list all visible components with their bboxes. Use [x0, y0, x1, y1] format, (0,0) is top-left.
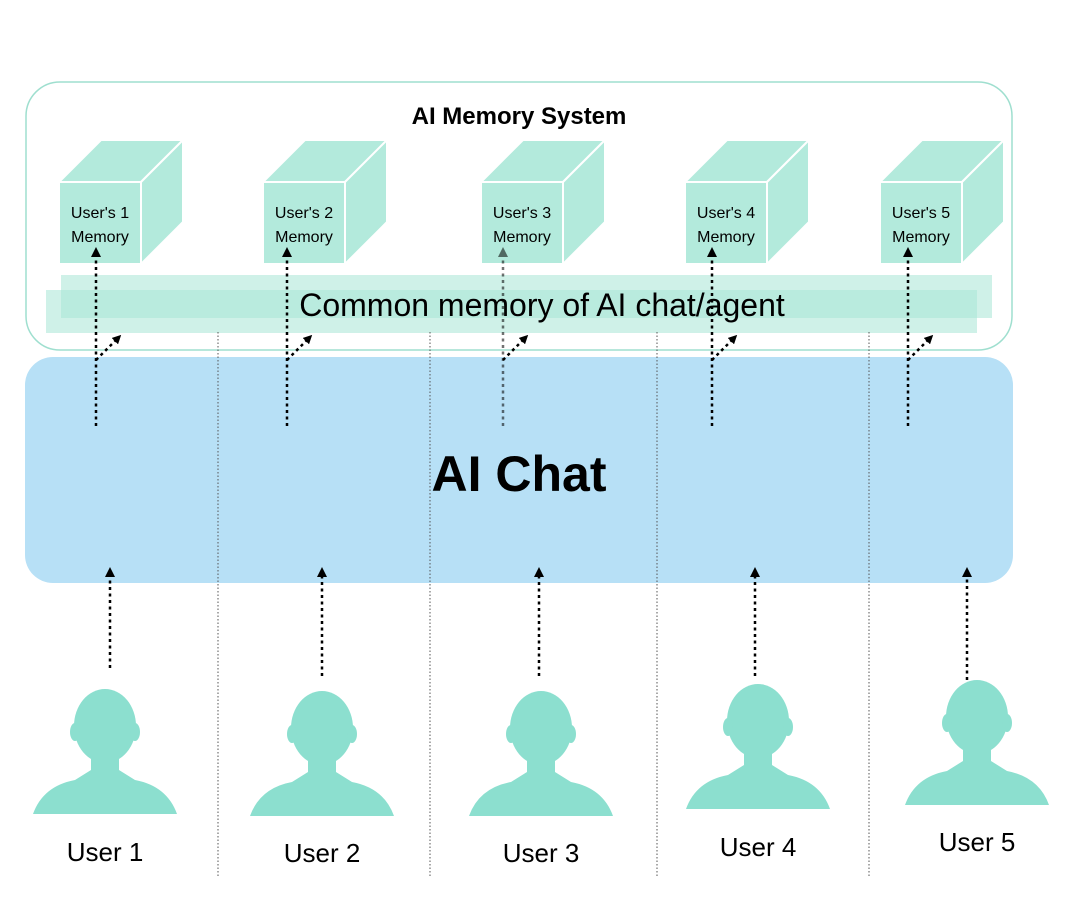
memory-cube-label: User's 4	[697, 205, 755, 222]
user-avatar	[905, 680, 1049, 805]
arrow-to-common-memory	[95, 334, 122, 361]
memory-cube-label: Memory	[275, 229, 333, 246]
lane-separators	[217, 332, 870, 878]
memory-cubes: User's 1 Memory User's 2 Memory User's 3 Memo…	[56, 137, 1007, 267]
users: User 1 User 2 User 3 User 4 User 5	[33, 680, 1049, 868]
arrows	[91, 247, 972, 680]
user-avatar	[33, 689, 177, 814]
memory-cube-label: Memory	[71, 229, 129, 246]
memory-system-title: AI Memory System	[412, 103, 627, 130]
memory-cube: User's 2 Memory	[260, 137, 390, 267]
user-label: User 4	[720, 832, 797, 862]
user-avatar	[469, 691, 613, 816]
arrow-to-common-memory	[711, 334, 738, 361]
user-label: User 5	[939, 827, 1016, 857]
arrow-to-common-memory	[502, 334, 529, 361]
common-memory-label: Common memory of AI chat/agent	[299, 287, 785, 323]
memory-cube-label: User's 3	[493, 205, 551, 222]
memory-cube-label: Memory	[493, 229, 551, 246]
memory-cube: User's 3 Memory	[478, 137, 608, 267]
memory-cube: User's 5 Memory	[877, 137, 1007, 267]
arrow-to-common-memory	[907, 334, 934, 361]
ai-chat-label: AI Chat	[432, 446, 607, 502]
user-avatar	[250, 691, 394, 816]
memory-cube-label: User's 1	[71, 205, 129, 222]
ai-chat-box	[25, 357, 1013, 583]
common-memory-band	[46, 275, 992, 333]
memory-cube-label: User's 5	[892, 205, 950, 222]
user-label: User 1	[67, 837, 144, 867]
user-label: User 2	[284, 838, 361, 868]
arrow-to-common-memory	[286, 334, 313, 361]
user-avatar	[686, 684, 830, 809]
memory-cube: User's 1 Memory	[56, 137, 186, 267]
memory-cube-label: User's 2	[275, 205, 333, 222]
memory-cube-label: Memory	[697, 229, 755, 246]
memory-cube: User's 4 Memory	[682, 137, 812, 267]
memory-cube-label: Memory	[892, 229, 950, 246]
user-label: User 3	[503, 838, 580, 868]
